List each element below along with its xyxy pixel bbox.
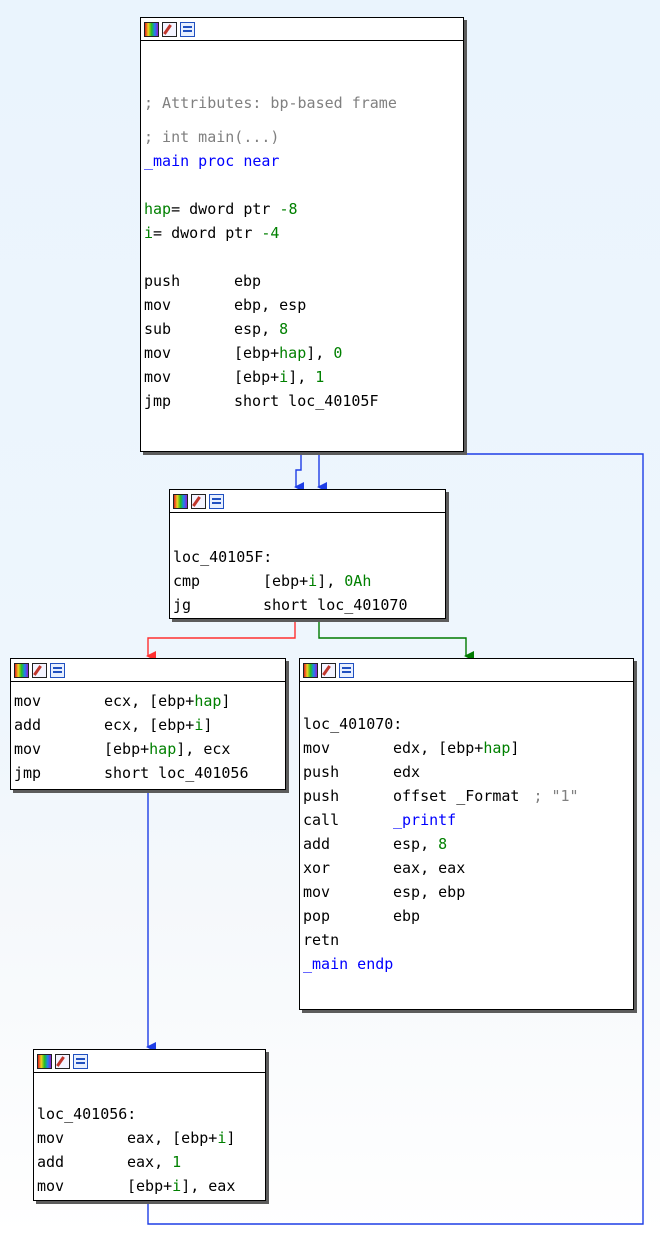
block-label[interactable]: loc_40105F: xyxy=(173,548,273,566)
graph-icon[interactable] xyxy=(50,662,65,678)
graph-icon[interactable] xyxy=(180,21,195,37)
instruction[interactable]: retn xyxy=(303,931,340,949)
instruction[interactable]: cmp[ebp+i], 0Ah xyxy=(173,572,372,590)
edge-main-to-check xyxy=(294,452,304,492)
block-label[interactable]: loc_401070: xyxy=(303,715,403,733)
edge-false-branch xyxy=(146,620,296,661)
instruction[interactable]: mov[ebp+i], 1 xyxy=(144,368,325,386)
var-hap: hap= dword ptr -8 xyxy=(144,200,298,218)
edit-icon[interactable] xyxy=(55,1053,70,1069)
edit-icon[interactable] xyxy=(191,493,206,509)
proc-name[interactable]: _main xyxy=(303,955,349,973)
instruction[interactable]: mov[ebp+i], eax xyxy=(37,1177,236,1195)
instruction[interactable]: mov[ebp+hap], 0 xyxy=(144,344,343,362)
instruction[interactable]: mov[ebp+hap], ecx xyxy=(14,740,231,758)
color-icon[interactable] xyxy=(144,21,159,37)
edit-icon[interactable] xyxy=(321,662,336,678)
block-header xyxy=(34,1050,265,1073)
color-icon[interactable] xyxy=(14,662,29,678)
comment-attributes: ; Attributes: bp-based frame xyxy=(144,94,397,112)
edit-icon[interactable] xyxy=(32,662,47,678)
instruction[interactable]: call_printf xyxy=(303,811,457,829)
edit-icon[interactable] xyxy=(162,21,177,37)
block-header xyxy=(141,18,463,41)
block-main[interactable]: ; Attributes: bp-based frame ; int main(… xyxy=(140,17,464,452)
graph-icon[interactable] xyxy=(339,662,354,678)
proc-name[interactable]: _main xyxy=(144,152,190,170)
color-icon[interactable] xyxy=(37,1053,52,1069)
edge-true-branch xyxy=(318,620,474,661)
block-header xyxy=(11,659,285,682)
endp-line: _main endp xyxy=(303,955,394,973)
color-icon[interactable] xyxy=(303,662,318,678)
proc-line: _main proc near xyxy=(144,152,280,170)
block-header xyxy=(170,490,445,513)
var-i: i= dword ptr -4 xyxy=(144,224,280,242)
graph-icon[interactable] xyxy=(209,493,224,509)
color-icon[interactable] xyxy=(173,493,188,509)
comment-signature: ; int main(...) xyxy=(144,128,280,146)
string-comment: ; "1" xyxy=(533,787,579,805)
block-label[interactable]: loc_401056: xyxy=(37,1105,137,1123)
graph-icon[interactable] xyxy=(73,1053,88,1069)
edge-loop-back xyxy=(147,453,644,1225)
block-header xyxy=(300,659,633,682)
call-target: _printf xyxy=(393,811,457,829)
